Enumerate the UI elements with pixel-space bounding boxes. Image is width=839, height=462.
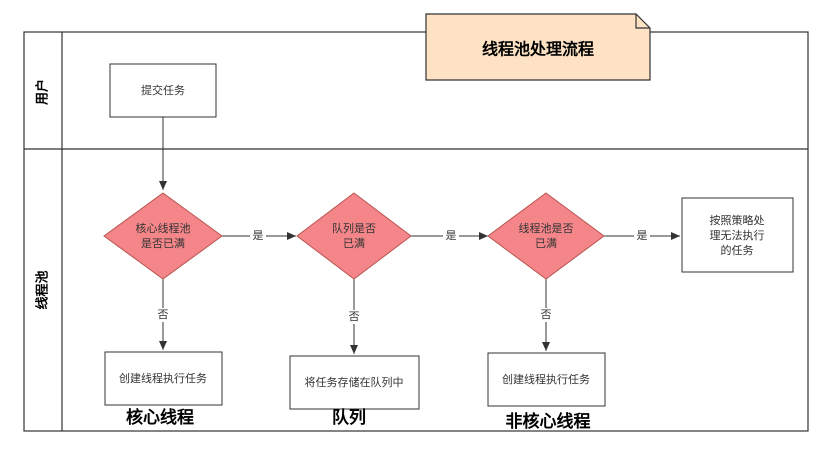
decision-pool-full-line1: 线程池是否: [519, 221, 574, 235]
node-submit-task: [109, 63, 217, 118]
edge-label-yes-2: 是: [446, 229, 457, 242]
caption-core-thread: 核心线程: [126, 407, 194, 428]
edge-label-bg: [155, 308, 171, 322]
decision-core-full-line1: 核心线程池: [136, 221, 191, 235]
node-reject-policy-line1: 按照策略处: [710, 213, 765, 227]
decision-core-full-line2: 是否已满: [141, 237, 185, 250]
node-create-noncore-thread-label: 创建线程执行任务: [502, 372, 590, 386]
node-create-core-thread: [104, 351, 223, 406]
edge-label-bg: [346, 310, 362, 324]
edge-label-no-3: 否: [541, 308, 552, 321]
caption-noncore-thread: 非核心线程: [506, 411, 591, 432]
title-note-fold: [635, 14, 650, 29]
decision-queue-full: [296, 192, 412, 280]
node-create-noncore-thread: [487, 352, 606, 407]
edge-label-bg: [443, 229, 459, 243]
title-note: [425, 13, 651, 81]
edge-label-bg: [538, 308, 554, 322]
decision-queue-full-line2: 已满: [343, 237, 365, 250]
decision-core-full: [103, 192, 223, 280]
edge-label-no-2: 否: [349, 310, 360, 323]
caption-queue: 队列: [332, 407, 366, 428]
node-reject-policy-line3: 的任务: [721, 243, 754, 257]
edge-label-yes-3: 是: [637, 229, 648, 242]
edge-label-bg: [634, 229, 650, 243]
node-reject-policy: [681, 197, 794, 273]
node-store-in-queue-label: 将任务存储在队列中: [305, 375, 404, 389]
node-store-in-queue: [289, 355, 420, 410]
edge-label-yes-1: 是: [253, 229, 264, 242]
lane-label-user: 用户: [35, 79, 51, 106]
node-create-core-thread-label: 创建线程执行任务: [119, 371, 207, 385]
lane-label-pool: 线程池: [35, 270, 51, 309]
edge-label-bg: [250, 229, 266, 243]
diagram-title: 线程池处理流程: [482, 40, 594, 59]
node-submit-task-label: 提交任务: [141, 83, 185, 97]
decision-queue-full-line1: 队列是否: [332, 221, 376, 235]
decision-pool-full: [487, 192, 605, 280]
node-reject-policy-line2: 理无法执行: [710, 228, 765, 242]
decision-pool-full-line2: 已满: [535, 237, 557, 250]
edge-label-no-1: 否: [158, 308, 169, 321]
